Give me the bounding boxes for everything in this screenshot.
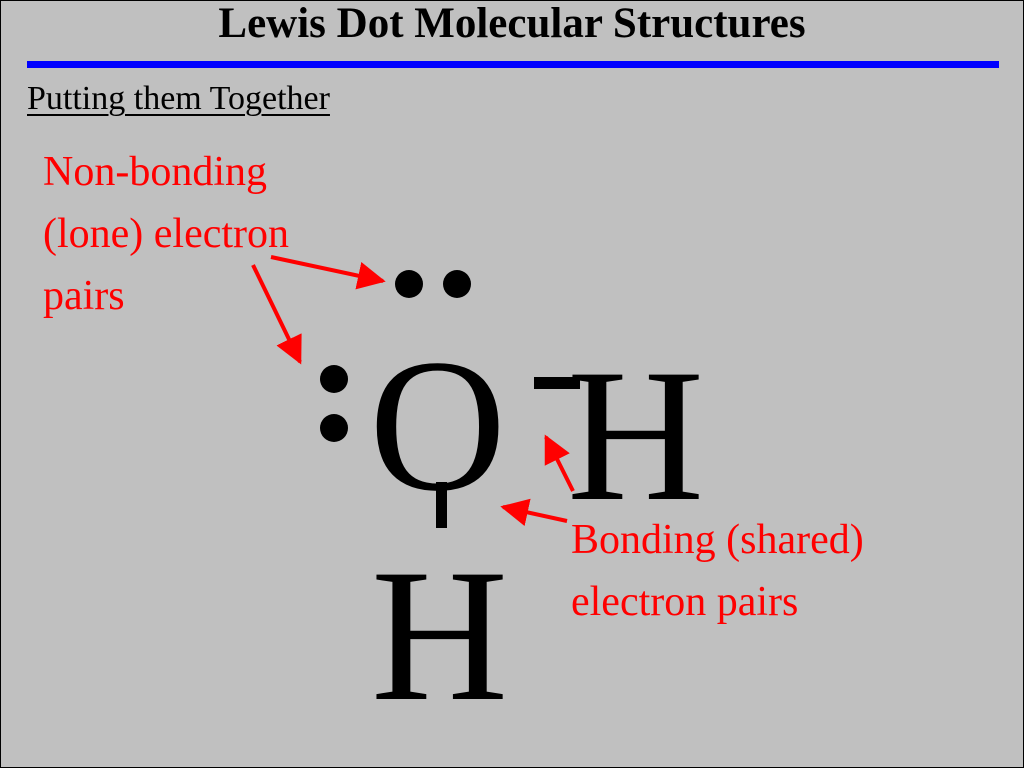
- hydrogen-atom-right: H: [567, 331, 705, 541]
- lone-pair-left-dot-top: [320, 365, 348, 393]
- slide-title: Lewis Dot Molecular Structures: [218, 0, 806, 47]
- arrow-bond-right: [544, 434, 575, 492]
- lone-pair-top-dot-left: [395, 270, 423, 298]
- title-rule: [27, 61, 999, 68]
- bond-dash-bottom: [436, 482, 447, 528]
- arrow-lone-left: [251, 264, 302, 365]
- hydrogen-atom-bottom: H: [371, 531, 509, 741]
- arrow-lone-top: [270, 255, 386, 290]
- arrow-bond-bottom: [500, 498, 568, 527]
- bonding-pairs-label: Bonding (shared) electron pairs: [571, 517, 864, 625]
- lone-pair-top-dot-right: [443, 270, 471, 298]
- lone-pairs-label: Non-bonding (lone) electron pairs: [43, 149, 290, 319]
- slide-subtitle: Putting them Together: [27, 80, 330, 117]
- bond-dash-right: [534, 377, 580, 389]
- lone-pair-left-dot-bottom: [320, 414, 348, 442]
